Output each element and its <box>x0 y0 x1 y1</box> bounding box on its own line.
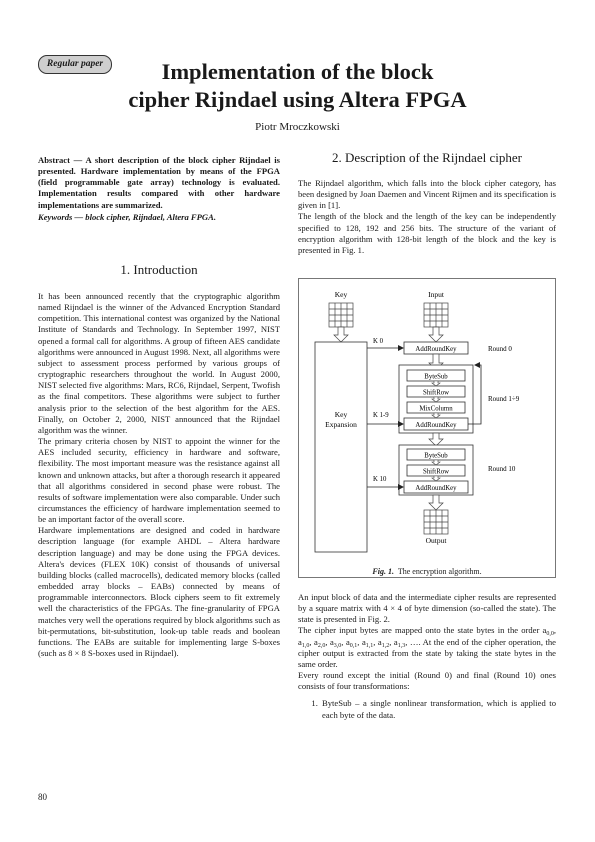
arrow-round19-to-round10 <box>428 432 444 447</box>
arrow-r10-shiftrow-addroundkey <box>431 475 441 482</box>
keywords: Keywords — block cipher, Rijndael, Alter… <box>38 212 217 222</box>
abstract: Abstract — A short description of the bl… <box>38 155 280 210</box>
rijndael-paragraph-1: The Rijndael algorithm, which falls into… <box>298 178 556 211</box>
key-expansion-box <box>314 341 368 553</box>
section-2-body: The Rijndael algorithm, which falls into… <box>298 178 556 256</box>
round0-label: Round 0 <box>488 345 512 353</box>
round0-addroundkey-label: AddRoundKey <box>415 346 457 353</box>
section-1-body: It has been announced recently that the … <box>38 291 280 659</box>
k0-label: K 0 <box>373 338 384 345</box>
transformations-list: ByteSub – a single nonlinear transformat… <box>298 698 556 720</box>
figure-1-frame: Key Key Expansion Input K 0 AddRoundKey … <box>298 278 556 578</box>
key-arrow <box>333 326 349 343</box>
round10-addroundkey-box <box>403 480 469 494</box>
key-grid <box>328 302 354 328</box>
section-2-continued: An input block of data and the intermedi… <box>298 592 556 721</box>
round10-shiftrow-label: ShiftRow <box>423 469 449 476</box>
k19-label: K 1-9 <box>373 412 389 419</box>
round10-addroundkey-label: AddRoundKey <box>415 485 457 492</box>
encryption-algorithm-diagram: Key Key Expansion Input K 0 AddRoundKey … <box>314 290 520 553</box>
mapping-paragraph: The cipher input bytes are mapped onto t… <box>298 625 556 669</box>
list-item: ByteSub – a single nonlinear transformat… <box>320 698 556 720</box>
arrow-bytesub-shiftrow <box>431 380 441 387</box>
mapping-text-start: The cipher input bytes are mapped onto t… <box>298 625 547 636</box>
caption-label: Fig. 1. <box>372 567 394 576</box>
mapping-text-end: . At the end of the cipher operation, th… <box>298 636 556 669</box>
input-grid <box>423 302 449 328</box>
input-label: Input <box>428 290 445 299</box>
round19-bytesub-label: ByteSub <box>424 374 448 381</box>
title-line-1: Implementation of the block <box>161 59 434 84</box>
arrow-shiftrow-mixcolumn <box>431 396 441 403</box>
k10-label: K 10 <box>373 476 387 483</box>
round10-bytesub-label: ByteSub <box>424 453 448 460</box>
round19-label: Round 1÷9 <box>488 395 520 403</box>
round19-addroundkey-label: AddRoundKey <box>415 422 457 429</box>
paper-title: Implementation of the block cipher Rijnd… <box>60 58 535 114</box>
paper-type-badge: Regular paper <box>38 55 112 74</box>
intro-paragraph-2: The primary criteria chosen by NIST to a… <box>38 436 280 525</box>
section-1-heading: 1. Introduction <box>120 262 198 277</box>
key-label: Key <box>335 290 348 299</box>
input-arrow <box>428 326 444 343</box>
arrow-r10-bytesub-shiftrow <box>431 459 441 466</box>
author-name: Piotr Mroczkowski <box>255 121 340 133</box>
key-expansion-label-2: Expansion <box>325 420 357 429</box>
intro-paragraph-3: Hardware implementations are designed an… <box>38 525 280 658</box>
rounds-paragraph: Every round except the initial (Round 0)… <box>298 670 556 692</box>
round10-label: Round 10 <box>488 465 516 473</box>
output-grid <box>423 509 449 535</box>
round19-shiftrow-label: ShiftRow <box>423 390 449 397</box>
title-line-2: cipher Rijndael using Altera FPGA <box>128 87 467 112</box>
arrow-to-output <box>428 494 444 511</box>
state-paragraph: An input block of data and the intermedi… <box>298 592 556 625</box>
figure-1-caption: Fig. 1. The encryption algorithm. <box>298 567 556 576</box>
output-label: Output <box>426 536 448 545</box>
page-number: 80 <box>38 792 47 802</box>
section-2-heading: 2. Description of the Rijndael cipher <box>332 150 522 165</box>
intro-paragraph-1: It has been announced recently that the … <box>38 291 280 435</box>
caption-text: The encryption algorithm. <box>397 567 482 576</box>
key-expansion-label-1: Key <box>335 410 348 419</box>
rijndael-paragraph-2: The length of the block and the length o… <box>298 211 556 255</box>
round19-mixcolumn-label: MixColumn <box>419 406 453 413</box>
arrow-mixcolumn-addroundkey <box>431 412 441 419</box>
round-loop-line <box>468 362 482 425</box>
